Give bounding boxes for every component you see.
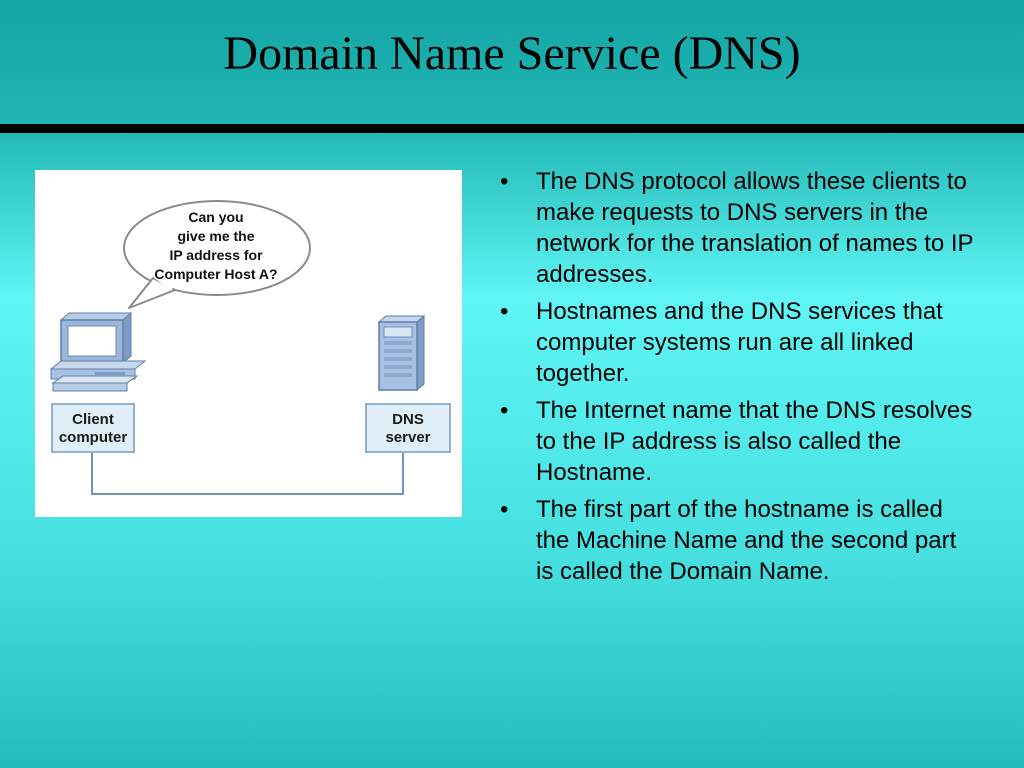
diagram-graphics [49,200,426,495]
bullet-item: • The first part of the hostname is calle… [490,494,980,587]
dns-diagram: Can you give me the IP address for Compu… [35,170,462,517]
client-label-line: Client [72,411,114,428]
client-computer-label: Client computer [51,403,135,453]
bullet-item: • Hostnames and the DNS services that com… [490,296,980,389]
network-link [91,452,404,495]
bullet-item: • The DNS protocol allows these clients t… [490,166,980,290]
bubble-line: give me the [177,228,255,244]
bullet-text: Hostnames and the DNS services that comp… [536,298,943,387]
dns-server-icon [377,314,426,392]
bullet-text: The first part of the hostname is called… [536,496,957,585]
dns-server-label: DNS server [365,403,451,453]
bullet-list: • The DNS protocol allows these clients t… [490,166,980,593]
server-label-line: DNS [392,411,424,428]
bullet-marker: • [500,496,509,523]
bullet-text: The DNS protocol allows these clients to… [536,168,974,288]
slide-title: Domain Name Service (DNS) [223,27,801,80]
bullet-marker: • [500,298,509,325]
speech-bubble [123,200,311,309]
client-computer-icon [49,311,147,392]
bullet-text: The Internet name that the DNS resolves … [536,397,973,486]
server-label-line: server [385,429,431,446]
bubble-line: Can you [188,209,244,225]
bubble-line: IP address for [169,247,263,263]
client-label-line: computer [58,429,128,446]
title-divider [0,124,1024,133]
bullet-marker: • [500,397,509,424]
bullet-item: • The Internet name that the DNS resolves… [490,395,980,488]
bullet-marker: • [500,168,509,195]
bubble-line: Computer Host A? [154,266,278,282]
bubble-question: Can you give me the IP address for Compu… [141,208,291,284]
